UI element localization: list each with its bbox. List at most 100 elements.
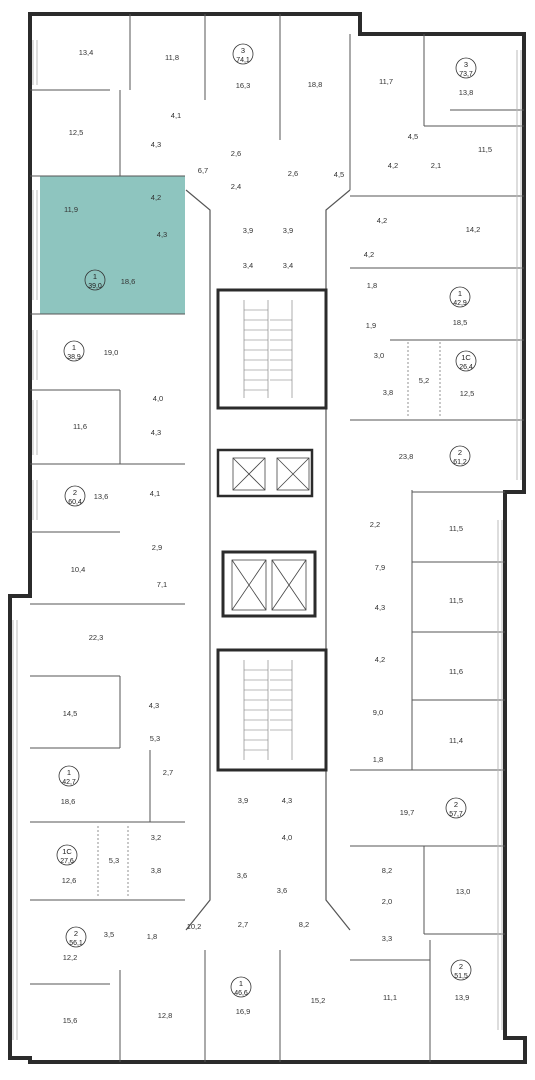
apartment-rooms: 3: [464, 60, 468, 69]
room-area-label: 14,2: [466, 225, 481, 234]
right-partitions: [349, 34, 524, 1062]
room-area-label: 3,9: [238, 796, 248, 805]
room-area-label: 1,8: [147, 932, 157, 941]
staircase-bottom: [243, 660, 293, 760]
room-area-label: 11,6: [73, 422, 87, 431]
apartment-badge: 2 60,4: [64, 485, 86, 507]
room-area-label: 12,8: [158, 1011, 173, 1020]
apartment-rooms: 1: [93, 272, 97, 281]
room-area-label: 4,1: [171, 111, 181, 120]
apartment-area: 42,7: [62, 779, 76, 786]
room-area-label: 16,9: [236, 1007, 251, 1016]
apartment-rooms: 2: [454, 800, 458, 809]
room-area-label: 3,4: [243, 261, 253, 270]
room-area-label: 13,0: [456, 887, 471, 896]
room-area-label: 12,5: [69, 128, 84, 137]
room-area-label: 3,5: [104, 930, 114, 939]
room-area-label: 7,9: [375, 563, 385, 572]
room-area-label: 3,0: [374, 351, 384, 360]
apartment-badge: 3 74,1: [232, 43, 254, 65]
apartment-area: 39,0: [88, 283, 102, 290]
apartment-rooms: 3: [241, 46, 245, 55]
room-area-label: 19,7: [400, 808, 415, 817]
room-area-label: 15,6: [63, 1016, 78, 1025]
apartment-rooms: 1: [67, 768, 71, 777]
room-area-label: 4,3: [149, 701, 159, 710]
apartment-rooms: 1С: [461, 353, 471, 362]
apartment-rooms: 2: [458, 448, 462, 457]
room-area-label: 13,6: [94, 492, 109, 501]
room-area-label: 8,2: [382, 866, 392, 875]
apartment-badge: 1 42,9: [449, 286, 471, 308]
room-area-label: 5,3: [150, 734, 160, 743]
room-area-label: 3,8: [383, 388, 393, 397]
room-area-label: 4,2: [375, 655, 385, 664]
room-area-label: 18,6: [121, 277, 136, 286]
apartment-rooms: 1: [72, 343, 76, 352]
apartment-area: 74,1: [236, 57, 250, 64]
room-area-label: 14,5: [63, 709, 78, 718]
room-area-label: 3,9: [283, 226, 293, 235]
room-area-label: 4,2: [151, 193, 161, 202]
room-area-label: 4,2: [388, 161, 398, 170]
room-area-label: 11,1: [383, 993, 397, 1002]
apartment-rooms: 2: [74, 929, 78, 938]
room-area-label: 11,7: [379, 77, 393, 86]
room-area-label: 4,2: [364, 250, 374, 259]
apartment-badge: 1 39,0: [84, 269, 106, 291]
room-area-label: 3,9: [243, 226, 253, 235]
elevators: [231, 457, 310, 611]
room-area-label: 1,9: [366, 321, 376, 330]
room-area-label: 11,5: [478, 145, 492, 154]
apartment-badge: 3 73,7: [455, 57, 477, 79]
room-area-label: 11,8: [165, 53, 179, 62]
apartment-area: 27,6: [60, 858, 74, 865]
room-area-label: 2,6: [231, 149, 241, 158]
apartment-rooms: 1С: [62, 847, 72, 856]
room-area-label: 2,0: [382, 897, 392, 906]
apartment-rooms: 1: [239, 979, 243, 988]
room-area-label: 4,1: [150, 489, 160, 498]
room-area-label: 11,4: [449, 736, 463, 745]
room-area-label: 1,8: [373, 755, 383, 764]
selected-apartment-highlight: [40, 176, 185, 314]
left-partitions: [30, 14, 281, 1062]
room-area-label: 4,5: [334, 170, 344, 179]
room-area-label: 4,0: [282, 833, 292, 842]
apartment-area: 73,7: [459, 71, 473, 78]
room-area-label: 4,3: [151, 428, 161, 437]
room-area-label: 3,2: [151, 833, 161, 842]
apartment-area: 38,9: [67, 354, 81, 361]
apartment-badge: 2 61,2: [449, 445, 471, 467]
room-area-label: 11,5: [449, 524, 463, 533]
room-area-label: 5,3: [109, 856, 119, 865]
room-area-label: 3,4: [283, 261, 293, 270]
room-area-label: 4,3: [375, 603, 385, 612]
room-area-label: 10,2: [187, 922, 202, 931]
room-area-label: 2,1: [431, 161, 441, 170]
room-area-label: 18,8: [308, 80, 323, 89]
apartment-badge: 1 46,6: [230, 976, 252, 998]
apartment-area: 46,6: [234, 990, 248, 997]
room-area-label: 12,2: [63, 953, 78, 962]
room-area-label: 4,3: [157, 230, 167, 239]
room-area-label: 19,0: [104, 348, 119, 357]
apartment-badge: 2 51,5: [450, 959, 472, 981]
room-area-label: 10,4: [71, 565, 86, 574]
room-area-label: 7,1: [157, 580, 167, 589]
window-marks: [12, 40, 522, 1040]
apartment-badge: 1 38,9: [63, 340, 85, 362]
room-area-label: 6,7: [198, 166, 208, 175]
room-area-label: 22,3: [89, 633, 104, 642]
room-area-label: 18,6: [61, 797, 76, 806]
staircase-top: [243, 300, 293, 398]
room-area-label: 8,2: [299, 920, 309, 929]
room-area-label: 11,9: [64, 205, 78, 214]
apartment-badge: 1С 26,4: [455, 350, 477, 372]
room-area-label: 2,7: [163, 768, 173, 777]
room-area-label: 5,2: [419, 376, 429, 385]
room-area-label: 15,2: [311, 996, 326, 1005]
apartment-rooms: 2: [459, 962, 463, 971]
room-area-label: 13,4: [79, 48, 94, 57]
